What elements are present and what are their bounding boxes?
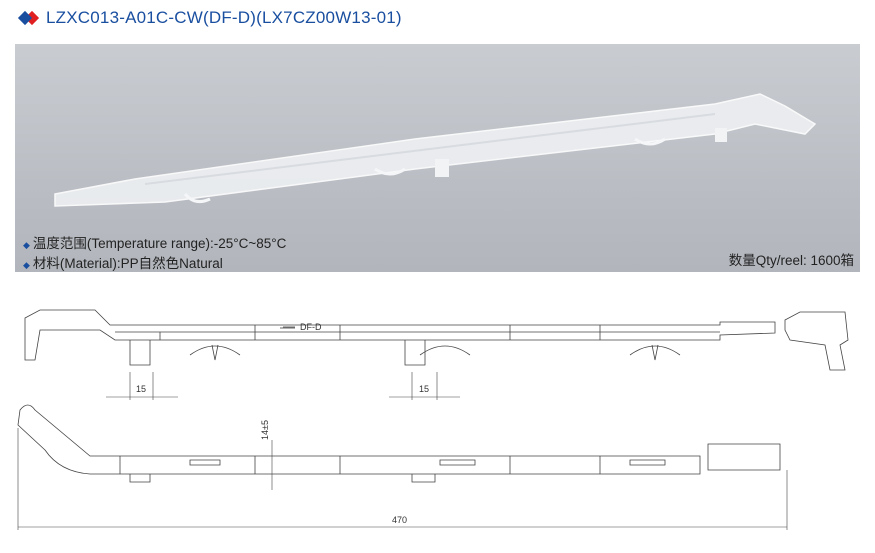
product-photo: ◆温度范围(Temperature range):-25°C~85°C ◆材料(… xyxy=(15,44,860,272)
bullet-icon: ◆ xyxy=(23,260,30,270)
product-title-text: LZXC013-A01C-CW(DF-D)(LX7CZ00W13-01) xyxy=(46,8,402,27)
dimension-lines xyxy=(17,428,788,530)
length-dimension: 470 xyxy=(392,515,407,525)
direction-marking: DF-D xyxy=(300,322,322,332)
bullet-icon: ◆ xyxy=(23,240,30,250)
temperature-text: 温度范围(Temperature range):-25°C~85°C xyxy=(32,236,287,251)
material-text: 材料(Material):PP自然色Natural xyxy=(32,256,223,271)
clip-width-1: 15 xyxy=(136,384,146,394)
clip-width-2: 15 xyxy=(419,384,429,394)
temperature-spec: ◆温度范围(Temperature range):-25°C~85°C xyxy=(23,232,286,252)
height-dimension: 14±5 xyxy=(260,420,270,440)
bottom-view xyxy=(17,404,781,483)
product-image xyxy=(54,93,817,207)
side-view xyxy=(24,309,849,371)
clip-dimensions xyxy=(106,372,460,400)
quantity-per-reel: 数量Qty/reel: 1600箱 xyxy=(728,253,854,268)
product-title: LZXC013-A01C-CW(DF-D)(LX7CZ00W13-01) xyxy=(17,8,402,28)
material-spec: ◆材料(Material):PP自然色Natural xyxy=(23,252,223,272)
